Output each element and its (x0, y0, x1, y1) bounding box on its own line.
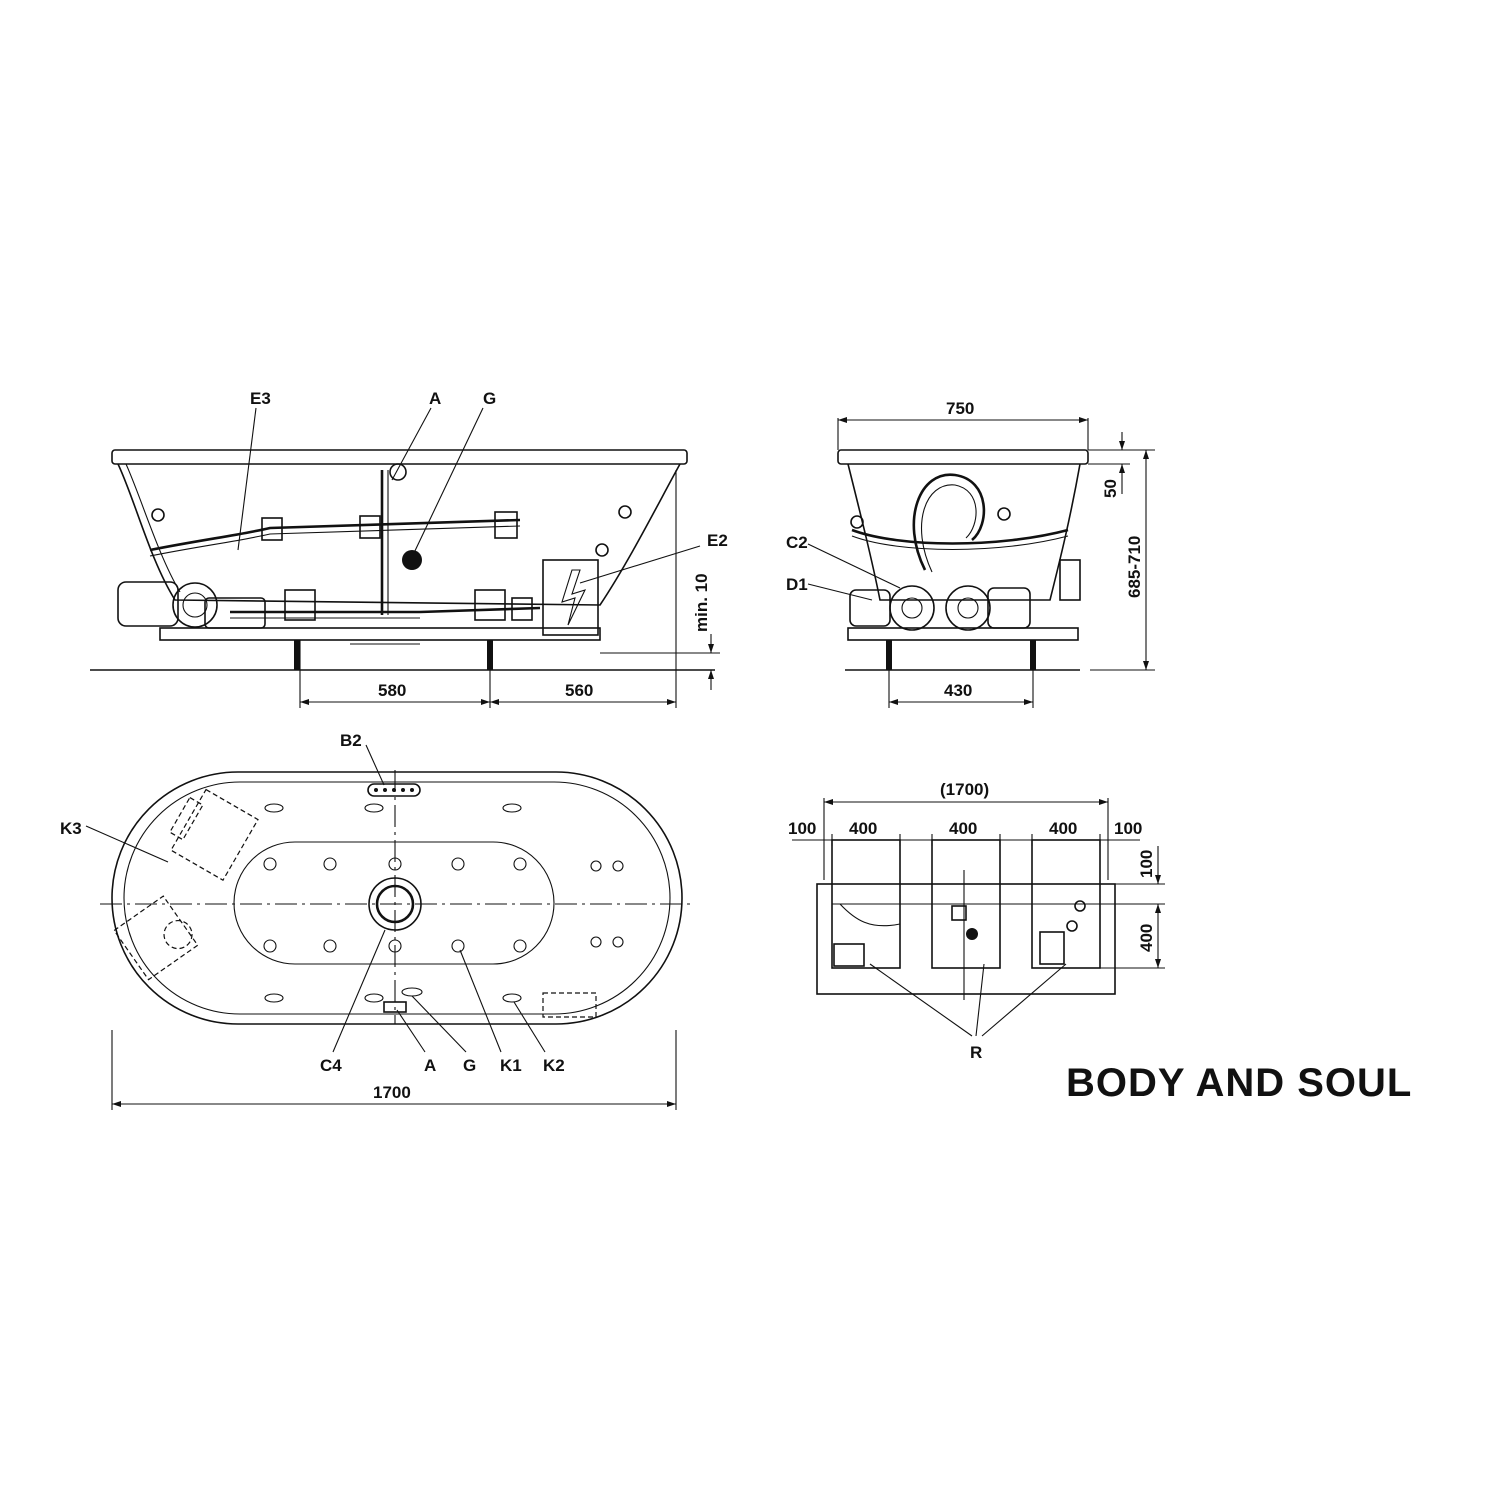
label-r: R (970, 1043, 982, 1062)
dim-height-400: 400 (1137, 924, 1156, 952)
label-k3: K3 (60, 819, 82, 838)
dim-750: 750 (946, 399, 974, 418)
dim-panel-2: 400 (949, 819, 977, 838)
dim-panel-1: 400 (849, 819, 877, 838)
label-k2: K2 (543, 1056, 565, 1075)
dim-50: 50 (1101, 479, 1120, 498)
dim-685-710: 685-710 (1125, 536, 1144, 598)
jet-group (263, 803, 624, 1013)
dim-1700: 1700 (373, 1083, 411, 1102)
top-view: B2 K3 C4 A G K1 K2 1700 (60, 731, 690, 1110)
brand-title: BODY AND SOUL (1066, 1061, 1412, 1105)
label-e3: E3 (250, 389, 271, 408)
dim-min10: min. 10 (692, 573, 711, 632)
dim-panel-3: 400 (1049, 819, 1077, 838)
dim-height-100: 100 (1137, 850, 1156, 878)
label-a-side: A (429, 389, 441, 408)
label-d1: D1 (786, 575, 808, 594)
label-g-side: G (483, 389, 496, 408)
side-view: E3 A G E2 580 560 min. 10 (90, 389, 728, 708)
dim-580: 580 (378, 681, 406, 700)
label-g-top: G (463, 1056, 476, 1075)
dim-560: 560 (565, 681, 593, 700)
dim-total-1700: (1700) (940, 780, 989, 799)
dim-margin-right: 100 (1114, 819, 1142, 838)
label-k1: K1 (500, 1056, 522, 1075)
label-c2: C2 (786, 533, 808, 552)
label-a-top: A (424, 1056, 436, 1075)
label-e2: E2 (707, 531, 728, 550)
label-b2: B2 (340, 731, 362, 750)
dim-430: 430 (944, 681, 972, 700)
label-c4: C4 (320, 1056, 342, 1075)
access-view: (1700) 100 400 400 400 100 100 400 R (788, 780, 1165, 1062)
end-view: C2 D1 750 50 685-710 430 (786, 399, 1155, 708)
dim-margin-left: 100 (788, 819, 816, 838)
